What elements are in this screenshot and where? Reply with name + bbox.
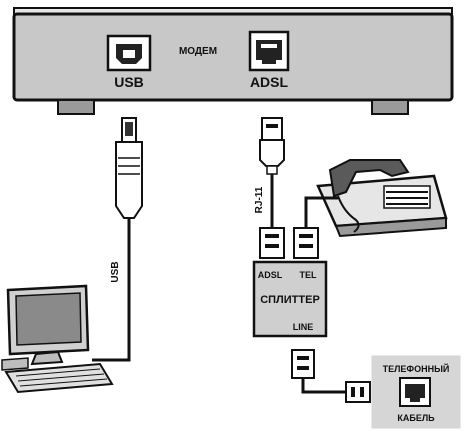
modem: USB МОДЕМ ADSL	[12, 7, 454, 115]
modem-adsl-label: ADSL	[250, 74, 289, 90]
modem-title: МОДЕМ	[179, 46, 217, 57]
modem-adsl-port	[248, 30, 290, 72]
wall-socket-label-top: ТЕЛЕФОННЫЙ	[383, 363, 450, 374]
splitter-title: СПЛИТТЕР	[260, 294, 320, 306]
phone-cable	[293, 196, 338, 259]
modem-body	[12, 12, 454, 102]
usb-cable	[92, 117, 143, 362]
telephone-icon	[316, 159, 448, 238]
usb-cable-label: USB	[110, 261, 121, 282]
splitter-adsl-port-label: ADSL	[258, 270, 283, 280]
modem-foot-left	[57, 99, 95, 115]
rj11-cable-label: RJ-11	[254, 186, 265, 213]
modem-usb-port	[106, 34, 152, 72]
modem-foot-right	[371, 99, 409, 115]
computer-icon	[1, 284, 114, 394]
wall-socket-label-bottom: КАБЕЛЬ	[397, 413, 435, 423]
rj11-cable	[259, 117, 285, 259]
splitter: ADSL TEL СПЛИТТЕР LINE	[252, 260, 328, 338]
modem-usb-label: USB	[114, 74, 144, 90]
splitter-body	[252, 260, 328, 338]
splitter-line-port-label: LINE	[293, 322, 314, 332]
wall-socket: ТЕЛЕФОННЫЙ КАБЕЛЬ	[371, 355, 461, 429]
splitter-tel-port-label: TEL	[300, 270, 318, 280]
line-cable	[291, 349, 371, 403]
